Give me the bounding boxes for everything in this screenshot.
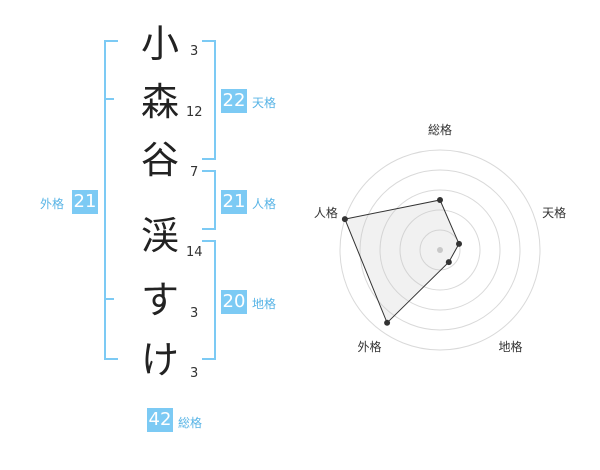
radar-ring-1 [419, 229, 461, 271]
radar-point-3 [445, 259, 452, 266]
stroke-count-6: 3 [190, 366, 199, 381]
name-char-6: け [140, 338, 179, 382]
radar-series-area [344, 199, 460, 324]
gaikaku-label: 外格 [40, 197, 65, 211]
name-char-4: 渓 [140, 214, 179, 258]
radar-axis-label-2: 天格 [542, 205, 566, 220]
tenkaku-badge: 22 [221, 89, 247, 113]
radar-axis-label-5: 人格 [314, 205, 338, 220]
radar-point-5 [341, 216, 348, 223]
name-char-5: す [140, 278, 179, 322]
gaikaku-badge: 21 [72, 190, 98, 214]
jinkaku-badge: 21 [221, 190, 247, 214]
soukaku-label: 総格 [178, 416, 203, 430]
tenkaku-label: 天格 [252, 96, 277, 110]
stroke-count-3: 7 [190, 165, 199, 180]
radar-center-dot [437, 247, 443, 253]
radar-point-1 [437, 197, 443, 203]
radar-ring-2 [399, 209, 481, 291]
stroke-count-4: 14 [186, 245, 203, 260]
radar-axis-label-4: 外格 [357, 339, 381, 354]
radar-point-2 [456, 240, 463, 247]
name-char-3: 谷 [140, 138, 179, 182]
stroke-count-1: 3 [190, 44, 199, 59]
name-char-1: 小 [140, 22, 179, 66]
radar-ring-3 [379, 189, 501, 311]
chikaku-label: 地格 [252, 297, 277, 311]
radar-ring-4 [359, 169, 521, 331]
radar-axis-label-1: 総格 [428, 122, 452, 137]
soukaku-badge: 42 [147, 408, 173, 432]
jinkaku-label: 人格 [252, 197, 277, 211]
radar-ring-5 [339, 149, 541, 351]
chikaku-badge: 20 [221, 290, 247, 314]
radar-axis-label-3: 地格 [498, 339, 522, 354]
radar-point-4 [384, 319, 391, 326]
stroke-count-5: 3 [190, 306, 199, 321]
stroke-count-2: 12 [186, 105, 203, 120]
name-char-2: 森 [140, 80, 179, 124]
